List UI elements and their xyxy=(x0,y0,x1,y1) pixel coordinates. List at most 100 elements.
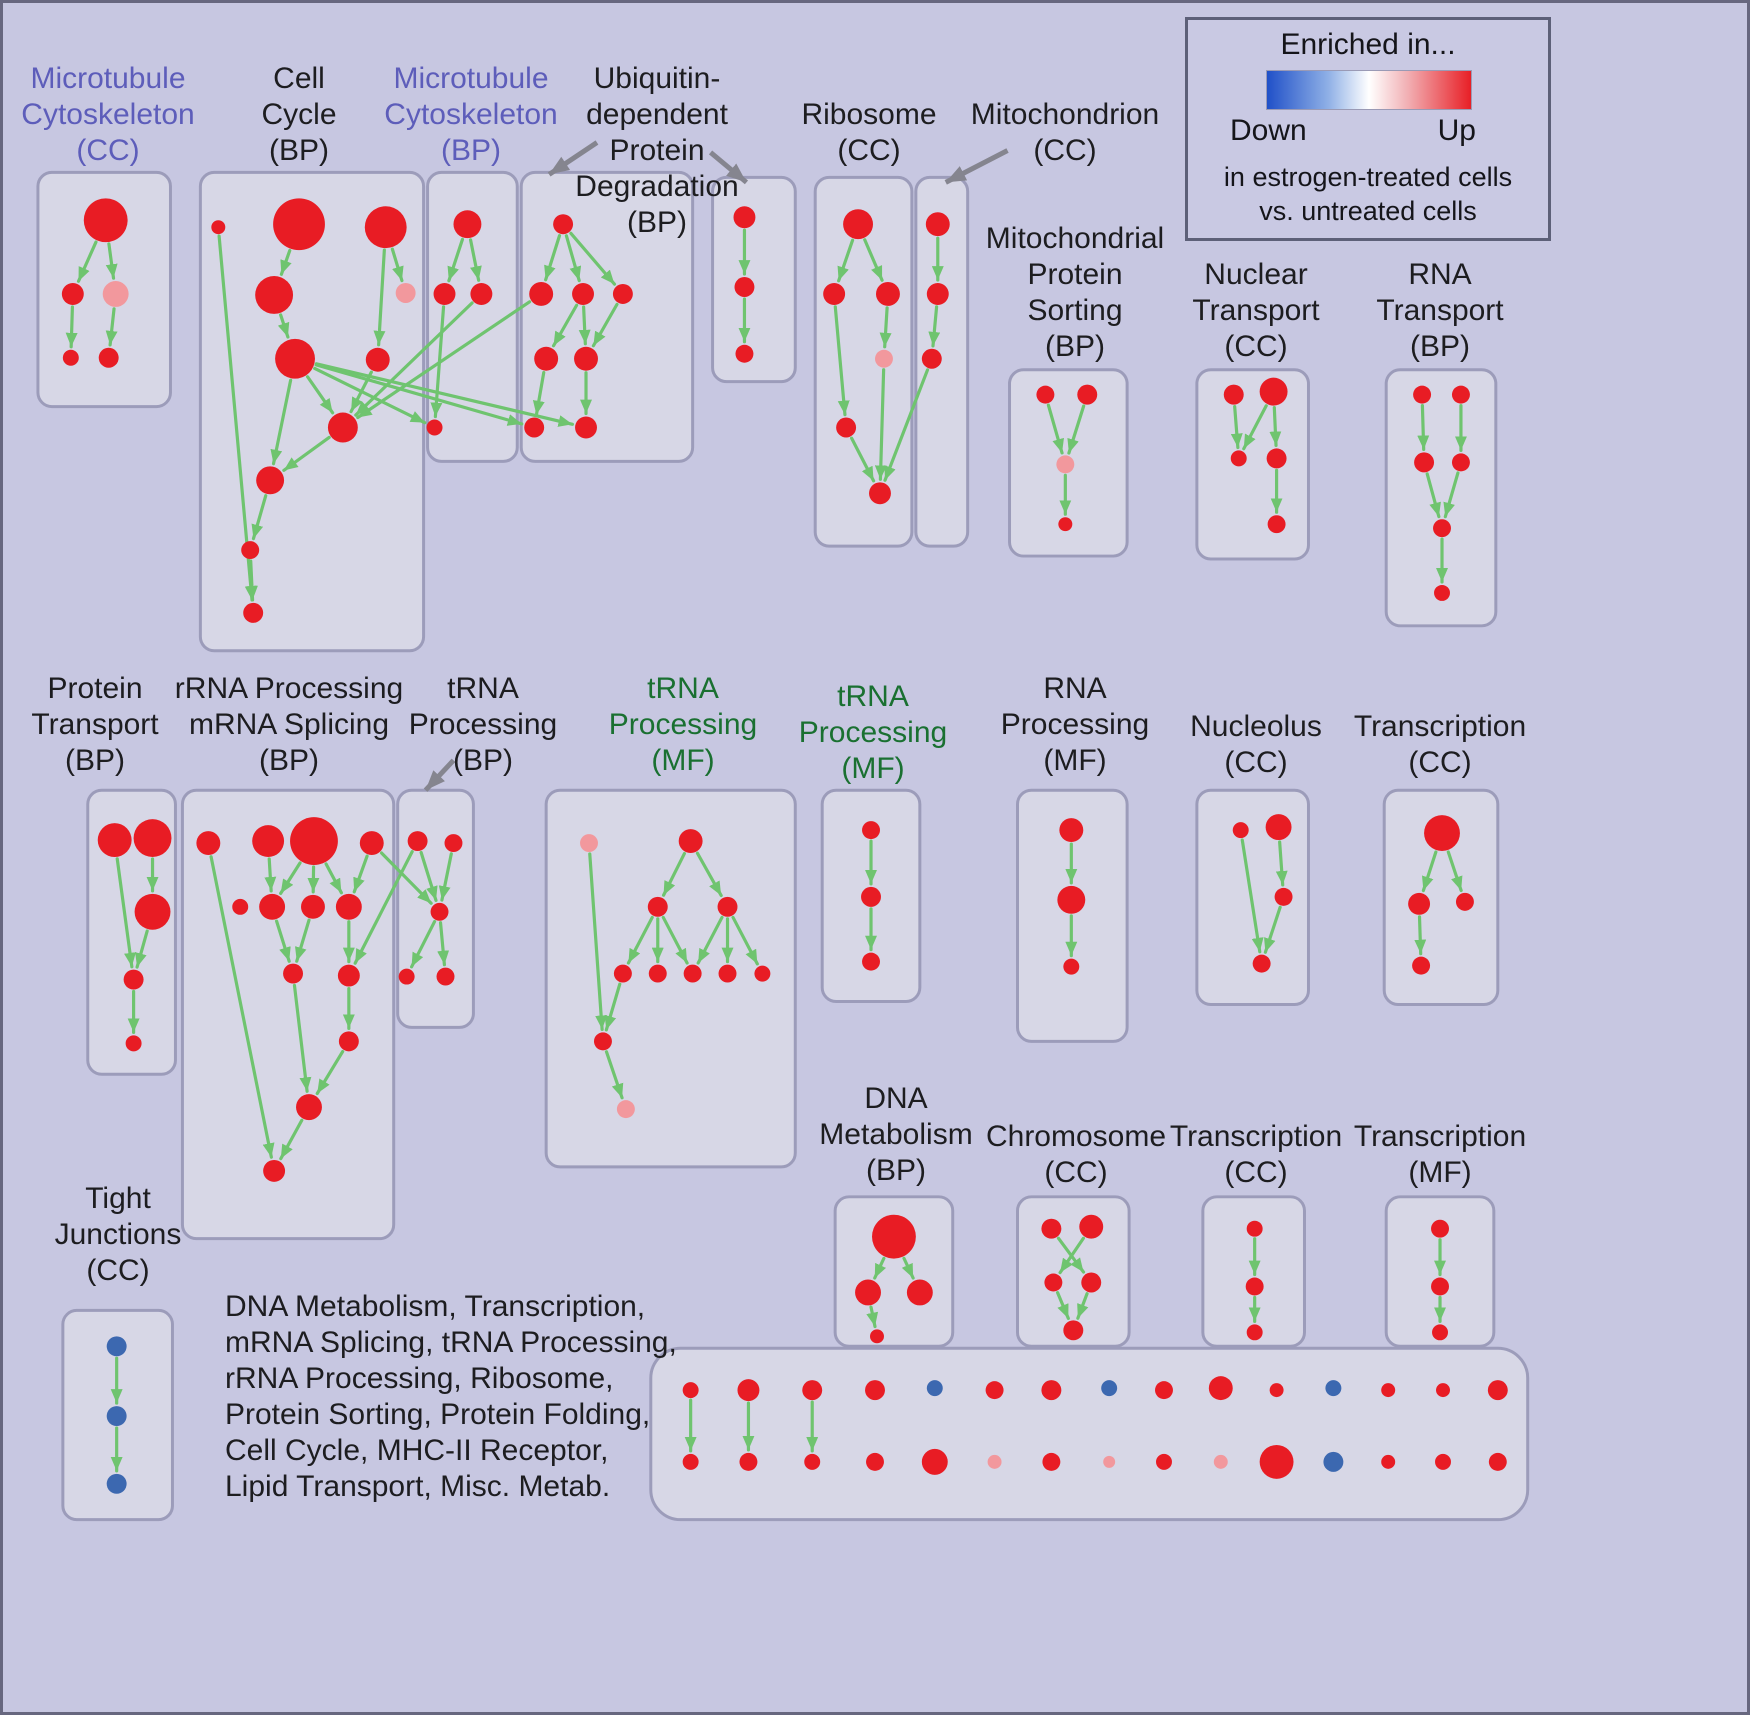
node-uq2 xyxy=(734,277,755,297)
edge-rr3-rr8 xyxy=(324,862,343,895)
node-tm11 xyxy=(616,1100,635,1119)
node-nt5 xyxy=(1267,515,1286,534)
legend-down-label: Down xyxy=(1230,114,1307,147)
node-b3b xyxy=(804,1453,821,1470)
node-b7b xyxy=(1042,1452,1061,1471)
node-b2b xyxy=(739,1452,758,1471)
node-dm1 xyxy=(872,1214,916,1259)
node-tm10 xyxy=(593,1032,612,1051)
node-ts2 xyxy=(861,886,881,907)
node-b6t xyxy=(985,1381,1004,1400)
node-mt3 xyxy=(921,348,942,369)
node-tf2 xyxy=(1431,1277,1449,1296)
edge-rb5-rb6 xyxy=(874,368,887,481)
node-rr10 xyxy=(337,964,360,987)
edge-cc9-cc10 xyxy=(251,494,268,541)
edge-tb3-tb5 xyxy=(410,919,437,969)
node-ub2 xyxy=(529,282,554,306)
edge-cc4-cc6 xyxy=(277,313,290,339)
node-tl3 xyxy=(1246,1324,1263,1341)
node-rr2 xyxy=(252,825,285,858)
node-rb6 xyxy=(869,482,891,505)
node-tb4 xyxy=(436,967,455,986)
cluster-box-trna-processing-mf-a xyxy=(544,788,797,1169)
node-b5t xyxy=(926,1380,943,1397)
node-tb2 xyxy=(444,834,463,853)
node-rr3 xyxy=(290,817,338,865)
edge-rt1-rt3 xyxy=(1417,403,1430,452)
node-nt4 xyxy=(1266,448,1287,469)
node-ch4 xyxy=(1081,1272,1102,1293)
network-canvas xyxy=(36,140,1530,1522)
node-b1b xyxy=(682,1453,699,1470)
label-pointer-arrow-0 xyxy=(547,140,599,177)
node-rr13 xyxy=(263,1159,286,1182)
node-b12t xyxy=(1325,1380,1342,1397)
edge-mc2-mc4 xyxy=(65,305,78,349)
node-rr6 xyxy=(259,893,286,920)
edge-ub1-ub2 xyxy=(544,234,562,282)
node-ub6 xyxy=(574,346,598,371)
node-mb1 xyxy=(453,210,482,239)
edge-tb2-tb3 xyxy=(438,852,453,902)
edge-pt1-pt4 xyxy=(115,857,136,969)
node-tb1 xyxy=(407,831,428,852)
edge-ub4-ub6 xyxy=(591,302,619,348)
node-nt3 xyxy=(1230,450,1247,467)
edge-ub1-ub4 xyxy=(569,231,617,286)
node-tm7 xyxy=(683,964,702,983)
node-cc3 xyxy=(364,206,407,249)
node-b1t xyxy=(682,1382,699,1399)
node-pt4 xyxy=(123,969,144,990)
edge-tm4-tm7 xyxy=(696,915,724,965)
cluster-box-nuclear-transport-cc xyxy=(1195,368,1310,561)
edge-rr6-rr9 xyxy=(274,919,291,963)
node-b9b xyxy=(1156,1453,1172,1470)
node-mc3 xyxy=(102,281,129,307)
edge-tm3-tm7 xyxy=(661,915,689,965)
node-rb2 xyxy=(823,283,846,305)
node-rt3 xyxy=(1414,452,1435,473)
node-b10t xyxy=(1208,1376,1233,1401)
node-cc7 xyxy=(365,347,390,372)
edge-cc6-mb4 xyxy=(313,366,427,425)
legend-down-up-row: Down Up xyxy=(1230,114,1476,148)
label-pointer-arrow-2 xyxy=(944,148,1009,185)
node-nc4 xyxy=(1252,954,1271,973)
node-b3t xyxy=(802,1380,823,1401)
node-mt2 xyxy=(926,283,949,305)
edge-tm3-tm5 xyxy=(626,915,654,965)
node-tc3 xyxy=(1455,892,1474,911)
node-pt5 xyxy=(125,1035,142,1052)
node-b2t xyxy=(737,1379,760,1402)
edge-cc10-cc11 xyxy=(245,559,258,602)
node-b7t xyxy=(1041,1380,1062,1401)
edge-rb1-rb3 xyxy=(863,238,884,282)
node-ub7 xyxy=(524,417,545,438)
node-uq3 xyxy=(735,344,754,363)
node-b10b xyxy=(1213,1454,1228,1469)
node-ps2 xyxy=(1077,384,1098,405)
node-mc4 xyxy=(62,349,79,366)
edge-tb1-rr10 xyxy=(353,850,414,965)
legend-gradient-bar xyxy=(1266,70,1472,110)
edge-tm2-tm4 xyxy=(695,851,723,898)
node-pt3 xyxy=(134,893,171,930)
node-rb1 xyxy=(843,209,874,240)
node-rr4 xyxy=(359,831,384,856)
node-ch3 xyxy=(1044,1273,1063,1292)
node-tm1 xyxy=(580,834,598,853)
node-tc2 xyxy=(1408,892,1431,915)
node-ub4 xyxy=(612,284,633,304)
node-tm9 xyxy=(754,965,771,982)
node-rr5 xyxy=(232,898,249,915)
legend-box: Enriched in... Down Up in estrogen-treat… xyxy=(1185,17,1551,241)
node-tj1 xyxy=(106,1336,127,1357)
edge-rt4-rt5 xyxy=(1443,471,1460,519)
edge-tb1-tb3 xyxy=(419,850,438,902)
edge-ub1-ub3 xyxy=(564,234,582,283)
node-dm2 xyxy=(855,1279,881,1306)
edge-tm4-tm9 xyxy=(731,915,759,966)
node-cc8 xyxy=(327,412,358,443)
